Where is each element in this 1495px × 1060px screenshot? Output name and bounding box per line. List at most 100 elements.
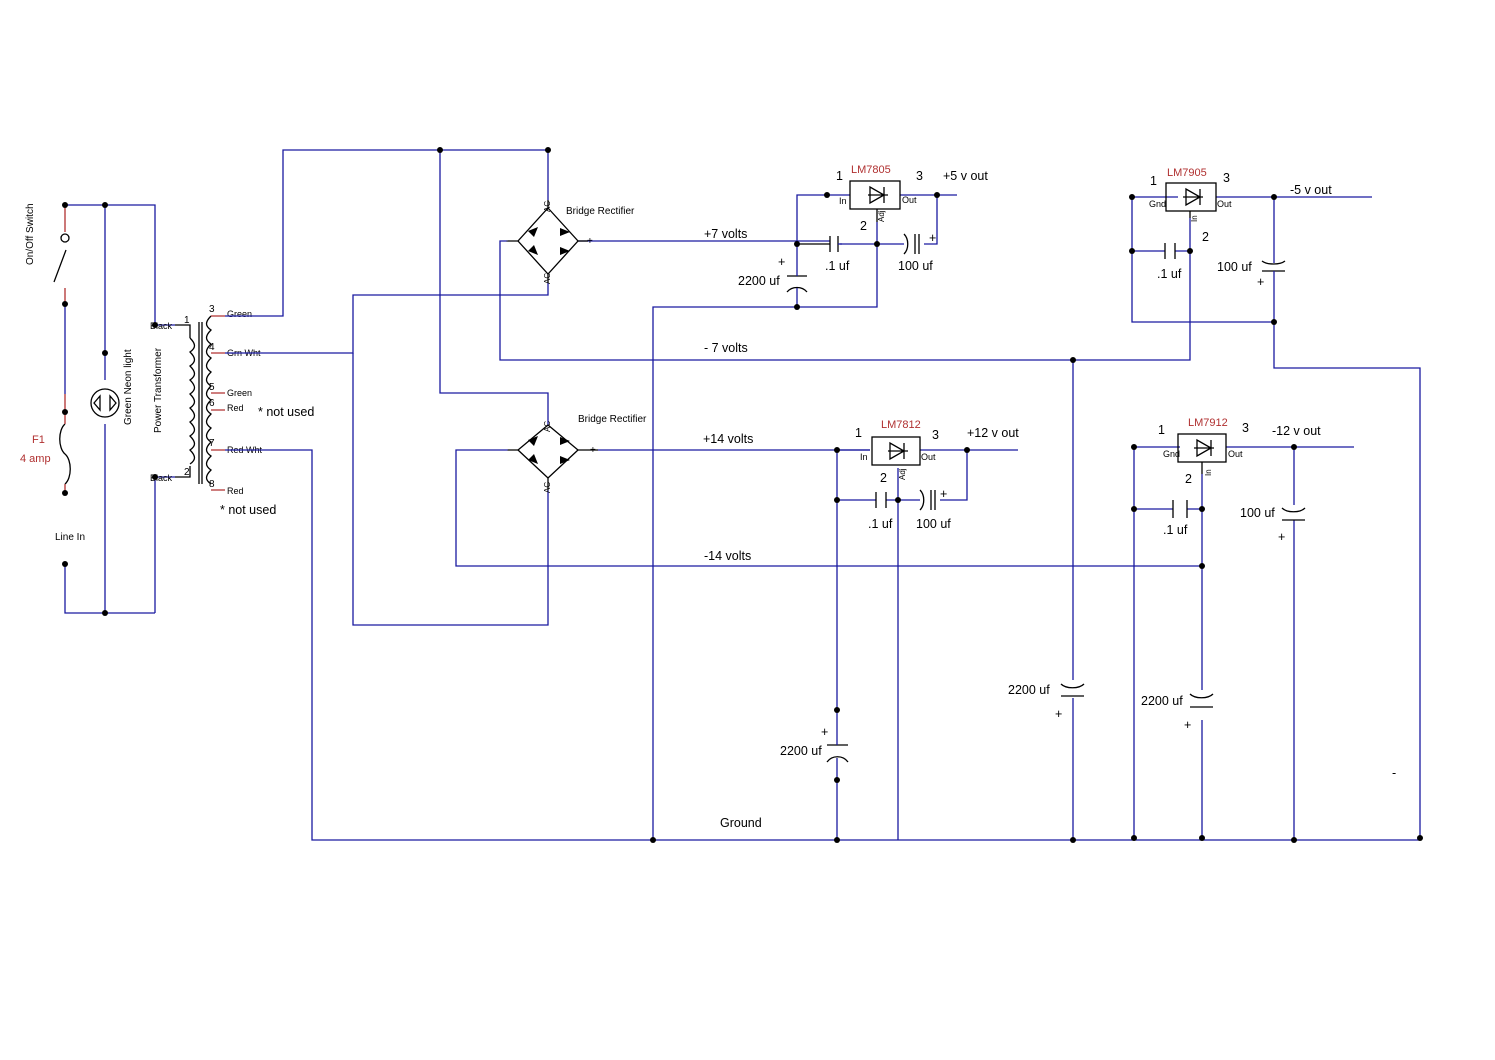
lm7805-adj: Adj	[877, 210, 886, 222]
rail-ground: Ground	[720, 816, 762, 830]
pin-3-color: Green	[227, 309, 252, 319]
neon-label: Green Neon light	[123, 349, 134, 425]
cap-2200-a: 2200 uf	[738, 274, 780, 288]
lm7912-output: -12 v out	[1272, 424, 1321, 438]
rect-top-minus: -	[506, 236, 509, 247]
lm7812-p1: 1	[855, 426, 862, 440]
rect-top-ac2: AC	[543, 273, 552, 284]
rect-top-plus: +	[587, 236, 593, 247]
rect-bot-plus: +	[590, 445, 596, 456]
pin-2: 2	[184, 467, 190, 478]
lm7805-out: Out	[902, 195, 917, 205]
cap-plus-b: +	[929, 231, 936, 245]
lm7805-p1: 1	[836, 169, 843, 183]
pin-7: 7	[209, 438, 215, 449]
pin-4: 4	[209, 342, 215, 353]
lm7905-p1: 1	[1150, 174, 1157, 188]
lm7905-gnd: Gnd	[1149, 199, 1166, 209]
cap-plus-d: +	[821, 725, 828, 739]
cap-100-a: 100 uf	[898, 259, 933, 273]
fuse-symbol	[59, 423, 71, 485]
cap-plus: +	[778, 255, 785, 269]
pin-8-color: Red	[227, 486, 244, 496]
lm7905-p2: 2	[1202, 230, 1209, 244]
lm7912-in: In	[1204, 469, 1213, 476]
rect-bot-minus: -	[507, 445, 510, 456]
primary-bottom-color: Black	[150, 473, 173, 483]
fuse-value: 4 amp	[20, 453, 51, 465]
switch-contact	[60, 233, 70, 243]
regulator-lm7805: LM7805 In Out Adj 1 2 3 +5 v out	[836, 164, 988, 233]
rail-minus14: -14 volts	[704, 549, 751, 563]
regulator-lm7905: LM7905 Gnd Out In 1 2 3 -5 v out	[1149, 167, 1332, 244]
lm7905-name: LM7905	[1167, 167, 1207, 179]
cap-2200-d: 2200 uf	[1141, 694, 1183, 708]
rail-minus7: - 7 volts	[704, 341, 748, 355]
pin-6: 6	[209, 398, 215, 409]
cap-2200-b: 2200 uf	[780, 744, 822, 758]
cap-01-b: .1 uf	[1157, 267, 1182, 281]
lm7805-p3: 3	[916, 169, 923, 183]
cap-100-d: 100 uf	[1240, 506, 1275, 520]
pin-5-color: Green	[227, 388, 252, 398]
lm7812-in: In	[860, 452, 868, 462]
lm7912-p2: 2	[1185, 472, 1192, 486]
lm7805-output: +5 v out	[943, 169, 988, 183]
neon-lamp-symbol	[90, 388, 120, 418]
not-used-note-2: * not used	[220, 503, 276, 517]
cap-minus-a: +	[1257, 275, 1264, 289]
cap-plus-e: +	[1055, 707, 1062, 721]
lm7912-gnd: Gnd	[1163, 449, 1180, 459]
regulator-lm7812: LM7812 In Out Adj 1 2 3 +12 v out	[855, 419, 1019, 485]
secondary-winding	[205, 315, 213, 485]
lm7812-p2: 2	[880, 471, 887, 485]
lm7805-in: In	[839, 196, 847, 206]
cap-2200-c: 2200 uf	[1008, 683, 1050, 697]
rail-labels: +7 volts - 7 volts +14 volts -14 volts G…	[703, 227, 762, 830]
switch-lever	[53, 249, 67, 283]
primary-winding	[188, 337, 196, 465]
cap-plus-g: +	[1184, 718, 1191, 732]
rail-plus7: +7 volts	[704, 227, 747, 241]
rect-top-label: Bridge Rectifier	[566, 206, 635, 217]
lm7812-output: +12 v out	[967, 426, 1019, 440]
capacitors: + 2200 uf .1 uf + 100 uf .1 uf + 100 uf …	[738, 231, 1396, 780]
lm7805-p2: 2	[860, 219, 867, 233]
cap-100-c: 100 uf	[916, 517, 951, 531]
pin-8: 8	[209, 479, 215, 490]
pin-3: 3	[209, 304, 215, 315]
regulator-lm7912: LM7912 Gnd Out In 1 2 3 -12 v out	[1158, 417, 1321, 486]
cap-01-c: .1 uf	[868, 517, 893, 531]
junction-dots	[437, 147, 1423, 843]
rect-top-ac1: AC	[543, 201, 552, 212]
switch-label: On/Off Switch	[25, 203, 36, 265]
cap-plus-c: +	[940, 487, 947, 501]
lm7812-out: Out	[921, 452, 936, 462]
line-input-section: On/Off Switch F1 4 amp Line In Green Neo…	[20, 202, 175, 616]
bridge-rectifier-top: AC AC - + Bridge Rectifier	[506, 200, 635, 284]
rect-bot-ac2: AC	[543, 482, 552, 493]
line-in-label: Line In	[55, 532, 85, 543]
line-junction-dots	[62, 202, 158, 616]
cap-01-a: .1 uf	[825, 259, 850, 273]
cap-01-d: .1 uf	[1163, 523, 1188, 537]
transformer-core	[198, 322, 203, 484]
lm7905-output: -5 v out	[1290, 183, 1332, 197]
lm7912-p3: 3	[1242, 421, 1249, 435]
bridge-rectifier-bottom: AC AC - + Bridge Rectifier	[507, 414, 647, 493]
lm7912-name: LM7912	[1188, 417, 1228, 429]
power-transformer: Black Black 1 2 Power Transformer 3 Gree…	[150, 304, 314, 517]
rail-plus14: +14 volts	[703, 432, 753, 446]
lm7912-p1: 1	[1158, 423, 1165, 437]
rect-bot-ac1: AC	[543, 421, 552, 432]
lm7912-out: Out	[1228, 449, 1243, 459]
rect-bot-label: Bridge Rectifier	[578, 414, 647, 425]
pin-5: 5	[209, 382, 215, 393]
lm7905-p3: 3	[1223, 171, 1230, 185]
lm7805-name: LM7805	[851, 164, 891, 176]
stray-minus: -	[1392, 766, 1396, 780]
cap-plus-f: +	[1278, 530, 1285, 544]
lm7812-adj: Adj	[898, 468, 907, 480]
fuse-ref: F1	[32, 434, 45, 446]
